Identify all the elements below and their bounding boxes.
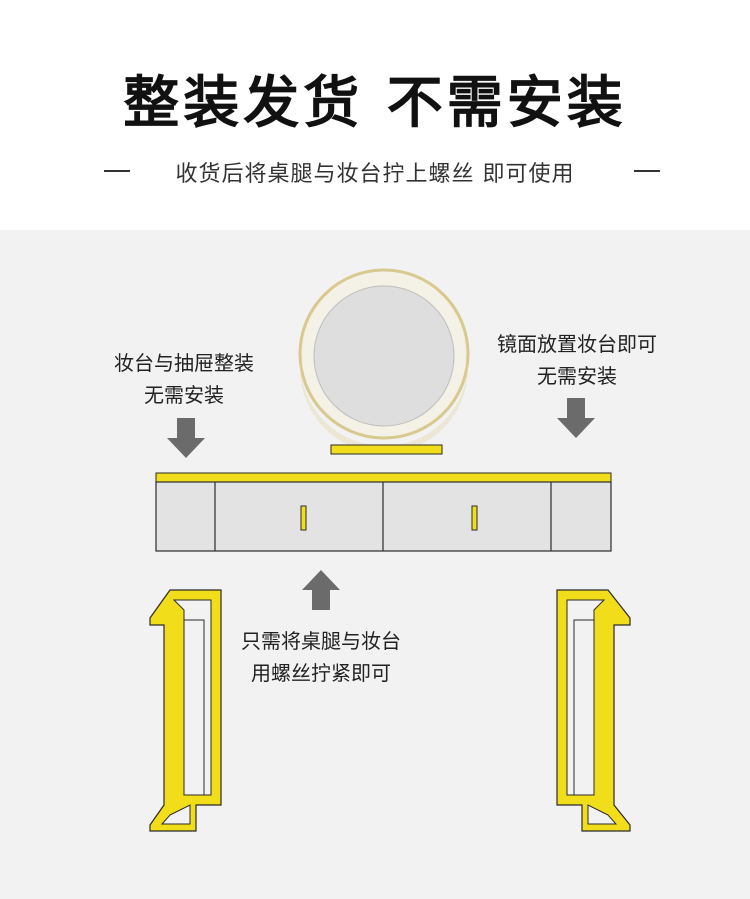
callout-bottom-line1: 只需将桌腿与妆台 [241,629,401,653]
callout-bottom: 只需将桌腿与妆台 用螺丝拧紧即可 [226,625,416,689]
callout-right: 镜面放置妆台即可 无需安装 [482,328,672,392]
table-top [155,472,612,483]
arrow-down-icon [557,398,595,438]
arrow-down-icon [167,418,205,458]
page-title: 整装发货 不需安装 [123,70,627,136]
dash-right [634,170,660,172]
arrow-up-icon [302,570,340,610]
mirror-base [330,444,443,455]
callout-right-line1: 镜面放置妆台即可 [497,332,657,356]
dash-left [104,170,130,172]
page-subtitle: 收货后将桌腿与妆台拧上螺丝 即可使用 [175,162,575,187]
drawer-handle-left [300,505,307,531]
header: 整装发货 不需安装 收货后将桌腿与妆台拧上螺丝 即可使用 [0,0,750,230]
callout-left-line1: 妆台与抽屉整装 [114,351,254,375]
table-leg-left [149,589,222,832]
drawer-handle-right [471,505,478,531]
callout-left-line2: 无需安装 [144,383,224,407]
subtitle-row: 收货后将桌腿与妆台拧上螺丝 即可使用 [0,156,750,187]
callout-right-line2: 无需安装 [537,364,617,388]
round-mirror [298,268,470,453]
callout-bottom-line2: 用螺丝拧紧即可 [251,661,391,685]
drawer-body [155,481,612,552]
callout-left: 妆台与抽屉整装 无需安装 [94,347,274,411]
table-leg-right [556,589,631,832]
